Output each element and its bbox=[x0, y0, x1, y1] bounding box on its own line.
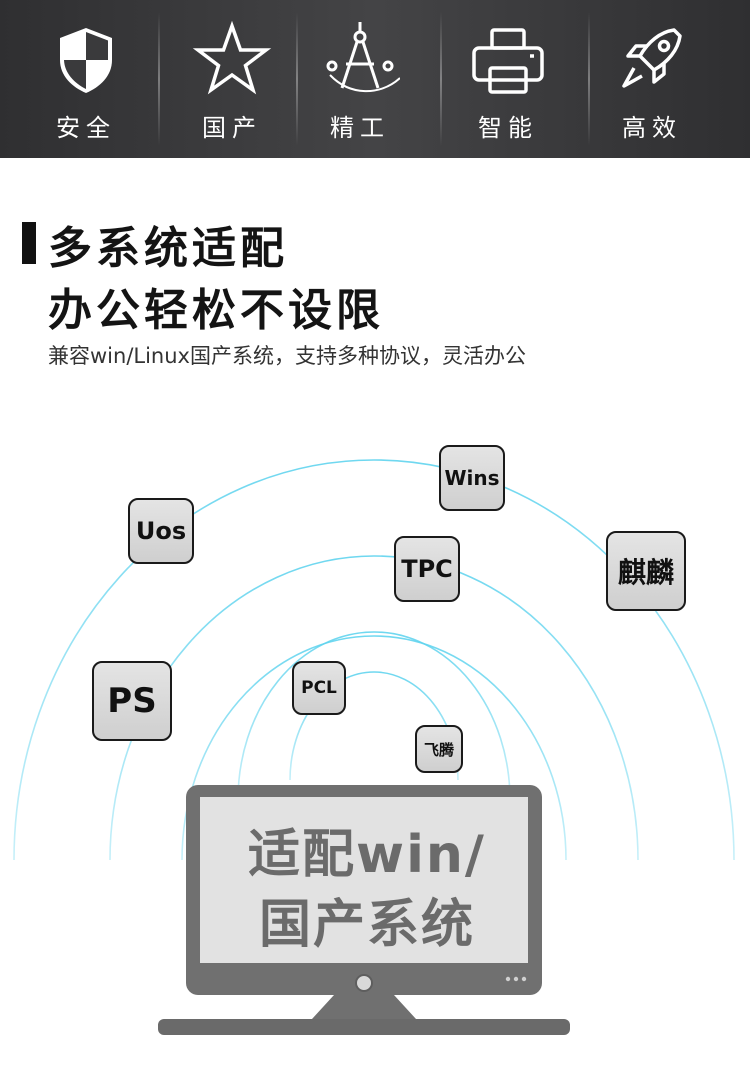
feature-label: 安全 bbox=[56, 114, 116, 142]
shield-icon bbox=[46, 20, 126, 100]
feature-label: 国产 bbox=[202, 114, 262, 142]
headline-subtitle: 兼容win/Linux国产系统，支持多种协议，灵活办公 bbox=[48, 344, 526, 368]
system-tag: Wins bbox=[439, 445, 505, 511]
feature-smart: 智能 bbox=[448, 0, 568, 158]
headline-line-2: 办公轻松不设限 bbox=[48, 285, 384, 336]
system-tag: TPC bbox=[394, 536, 460, 602]
title-accent-bar bbox=[22, 222, 36, 264]
system-tag: Uos bbox=[128, 498, 194, 564]
headline-line-1: 多系统适配 bbox=[48, 223, 288, 274]
feature-precision: 精工 bbox=[300, 0, 420, 158]
wave-arc-1 bbox=[237, 631, 511, 801]
monitor-text-line-1: 适配win/ bbox=[248, 825, 486, 885]
system-tag: PCL bbox=[292, 661, 346, 715]
divider bbox=[158, 12, 160, 146]
wave-arc-outer bbox=[13, 459, 735, 861]
monitor bbox=[158, 783, 570, 1043]
divider bbox=[588, 12, 590, 146]
star-icon bbox=[192, 20, 272, 100]
divider bbox=[296, 12, 298, 146]
feature-efficient: 高效 bbox=[592, 0, 712, 158]
wave-arc-2 bbox=[181, 635, 567, 861]
compass-icon bbox=[320, 20, 400, 100]
system-tag: PS bbox=[92, 661, 172, 741]
feature-label: 精工 bbox=[330, 114, 390, 142]
divider bbox=[440, 12, 442, 146]
monitor-text-line-2: 国产系统 bbox=[258, 895, 475, 955]
rocket-icon bbox=[612, 20, 692, 100]
system-tag: 麒麟 bbox=[606, 531, 686, 611]
feature-safety: 安全 bbox=[26, 0, 146, 158]
feature-label: 智能 bbox=[478, 114, 538, 142]
feature-bar: 安全 国产 精工 bbox=[0, 0, 750, 158]
power-button-icon bbox=[355, 974, 373, 992]
feature-label: 高效 bbox=[622, 114, 682, 142]
system-tag: 飞腾 bbox=[415, 725, 463, 773]
feature-domestic: 国产 bbox=[172, 0, 292, 158]
printer-icon bbox=[468, 20, 548, 100]
